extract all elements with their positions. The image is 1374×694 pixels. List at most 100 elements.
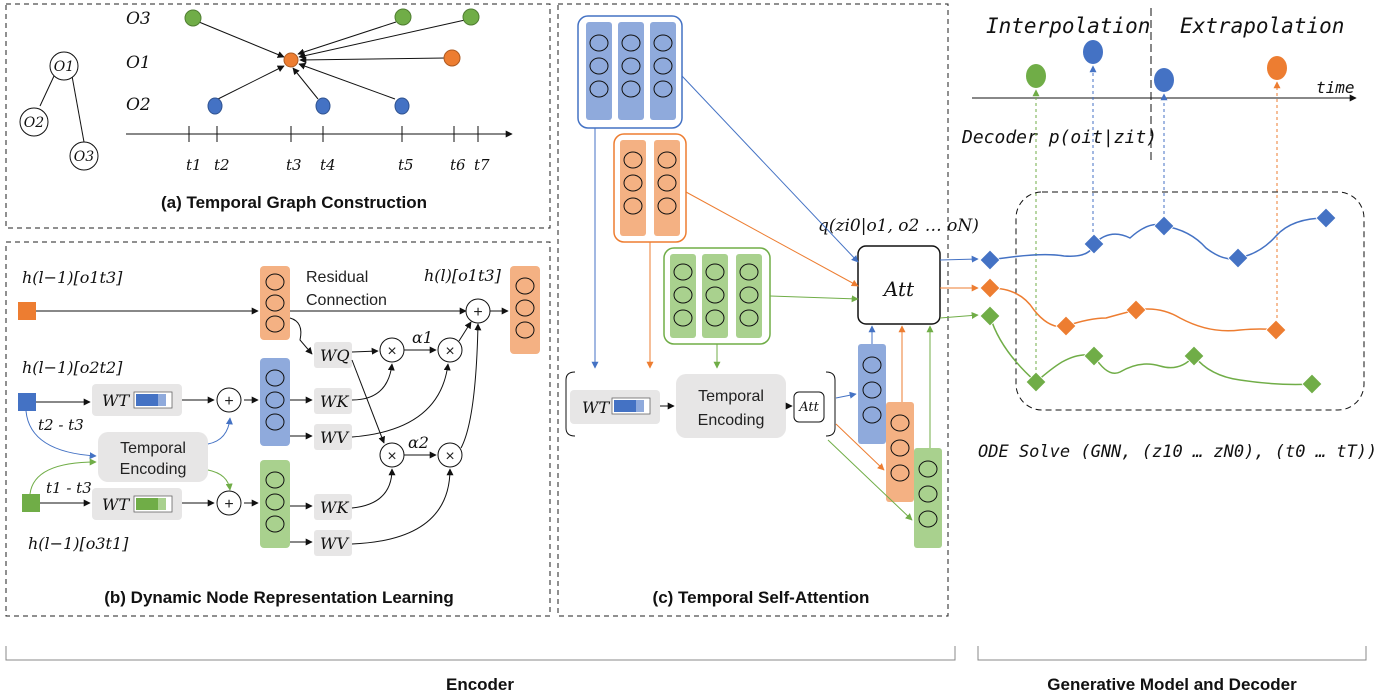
- h-o1-label: h(l−1)[o1t3]: [22, 268, 123, 287]
- panel-c: Att q(zi0|o1, o2 … oN) WT Temporal Encod…: [565, 15, 979, 607]
- tick-t5: t5: [398, 156, 414, 174]
- wk-label: WK: [320, 392, 349, 411]
- panel-b-frame: [5, 241, 551, 617]
- wt-label-c: WT: [582, 398, 610, 417]
- latent-diamond-blue: [1315, 207, 1337, 229]
- output-stack-orange: [886, 402, 914, 502]
- generative-label: Generative Model and Decoder: [1047, 675, 1297, 694]
- row-label-o2: O2: [126, 95, 151, 115]
- generative-brace: [977, 646, 1367, 661]
- tick-t1: t1: [186, 156, 202, 174]
- row-label-o1: O1: [126, 53, 151, 73]
- latent-diamond-blue: [979, 249, 1001, 271]
- svg-text:+: +: [224, 496, 233, 513]
- interpolation-label: Interpolation: [986, 14, 1150, 38]
- tree-node-o1: [49, 51, 79, 81]
- h-o2-label: h(l−1)[o2t2]: [22, 358, 123, 377]
- panel-c-title: (c) Temporal Self-Attention: [653, 588, 870, 607]
- q-distribution-label: q(zi0|o1, o2 … oN): [818, 216, 979, 236]
- multiply-av1: [437, 337, 463, 363]
- wq-box: [314, 342, 352, 368]
- input-o1-square: [18, 302, 36, 320]
- attention-label: Att: [882, 277, 915, 301]
- panel-a-title: (a) Temporal Graph Construction: [161, 193, 427, 212]
- tree-edge: [39, 75, 55, 107]
- latent-diamond-orange: [979, 277, 1001, 299]
- panel-d: Interpolation Extrapolation time Decoder…: [961, 8, 1374, 462]
- latent-diamond-orange: [1125, 299, 1147, 321]
- trajectory-orange: [989, 287, 1277, 332]
- temporal-encoding-box-b: [98, 432, 208, 482]
- latent-diamond-green: [1183, 345, 1205, 367]
- wt-label: WT: [102, 495, 130, 514]
- output-stack-green: [914, 448, 942, 548]
- key-embedding-stack-o2: [260, 358, 290, 446]
- wt-label: WT: [102, 391, 130, 410]
- latent-diamond-orange: [1055, 315, 1077, 337]
- event-node-blue: [315, 97, 331, 115]
- delta-t1-t3: t1 - t3: [46, 479, 92, 497]
- tree-node-o3-label: O3: [74, 149, 94, 165]
- latent-diamond-blue: [1153, 215, 1175, 237]
- temporal-label-1: Temporal: [120, 440, 186, 457]
- add-node-o2: [216, 387, 242, 413]
- latent-diamond-green: [979, 305, 1001, 327]
- latent-diamond-green: [1301, 373, 1323, 395]
- residual-label-2: Connection: [306, 292, 387, 309]
- input-o2-square: [18, 393, 36, 411]
- alpha1-label: α1: [412, 328, 433, 347]
- event-node-green: [394, 8, 412, 26]
- tree-node-o2-label: O2: [24, 115, 44, 131]
- temporal-label-2: Encoding: [120, 461, 187, 478]
- panel-a: O3 O1 O2 O1 O2 O3 t1 t2 t3 t4 t5 t6 t7: [19, 8, 513, 212]
- svg-text:×: ×: [445, 343, 454, 360]
- event-node-green: [462, 8, 480, 26]
- blue-embedding-group: [577, 15, 683, 129]
- ode-solve-label: ODE Solve (GNN, (z10 … zN0), (t0 … tT)): [978, 442, 1374, 462]
- tree-node-o2: [19, 107, 49, 137]
- encoder-label: Encoder: [446, 675, 514, 694]
- tick-t7: t7: [474, 156, 490, 174]
- event-node-blue: [394, 97, 410, 115]
- tick-t2: t2: [214, 156, 230, 174]
- wk-label: WK: [320, 498, 349, 517]
- residual-add-node: [465, 298, 491, 324]
- query-embedding-stack: [260, 266, 290, 340]
- latent-diamond-green: [1025, 371, 1047, 393]
- h-o3-label: h(l−1)[o3t1]: [28, 534, 129, 553]
- event-node-green: [184, 9, 202, 27]
- wk-box-o2: [314, 388, 352, 414]
- event-node-blue: [207, 97, 223, 115]
- residual-label-1: Residual: [306, 269, 368, 286]
- encoder-brace: [5, 646, 956, 661]
- row-label-o3: O3: [126, 9, 151, 29]
- svg-text:×: ×: [387, 448, 396, 465]
- ode-region: [1015, 191, 1365, 411]
- wv-box-o2: [314, 424, 352, 450]
- event-node-orange: [443, 49, 461, 67]
- temporal-label-c1: Temporal: [698, 388, 764, 405]
- panel-b: h(l−1)[o1t3] h(l−1)[o2t2] h(l−1)[o3t1] h…: [18, 266, 540, 607]
- attention-box-small: [793, 391, 825, 423]
- h-out-label: h(l)[o1t3]: [424, 266, 502, 285]
- wv-box-o3: [314, 530, 352, 556]
- observation-blue: [1154, 68, 1174, 92]
- key-embedding-stack-o3: [260, 460, 290, 548]
- tick-t4: t4: [320, 156, 336, 174]
- wv-label: WV: [320, 428, 349, 447]
- alpha2-label: α2: [408, 433, 429, 452]
- input-o3-square: [22, 494, 40, 512]
- delta-t2-t3: t2 - t3: [38, 416, 84, 434]
- wk-box-o3: [314, 494, 352, 520]
- latent-diamond-orange: [1265, 319, 1287, 341]
- svg-text:×: ×: [387, 343, 396, 360]
- latent-diamond-blue: [1227, 247, 1249, 269]
- panel-b-title: (b) Dynamic Node Representation Learning: [104, 588, 454, 607]
- decoder-label: Decoder p(oit|zit): [961, 127, 1157, 148]
- add-node-o3: [216, 490, 242, 516]
- output-stack-blue: [858, 344, 886, 444]
- wv-label: WV: [320, 534, 349, 553]
- observation-orange: [1267, 56, 1287, 80]
- panel-a-frame: [5, 3, 551, 229]
- observation-green: [1026, 64, 1046, 88]
